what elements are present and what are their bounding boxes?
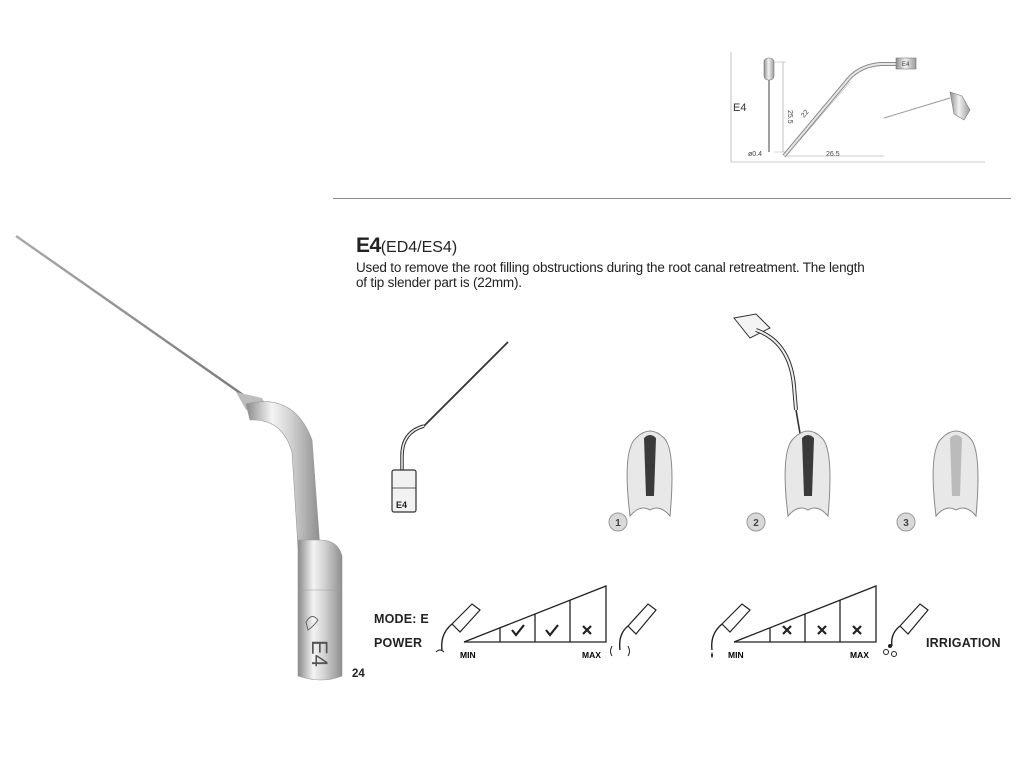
dim-slender-length: 22	[800, 109, 810, 120]
tooth-2	[784, 430, 831, 518]
power-level-4-cross	[582, 625, 592, 635]
dim-base-length: 26.5	[826, 151, 840, 158]
product-code: E4	[356, 234, 381, 257]
description-line-2: of tip slender part is (22mm).	[356, 275, 522, 290]
power-level-3-check	[545, 624, 559, 637]
irrigation-chart: MIN MAX	[711, 585, 929, 660]
svg-text:3: 3	[903, 518, 909, 529]
section-divider	[333, 198, 1011, 199]
handpiece-max-icon	[610, 603, 657, 657]
front-view-tip	[763, 57, 786, 153]
power-label: POWER	[374, 636, 423, 650]
description-line-1: Used to remove the root filling obstruct…	[356, 260, 865, 275]
product-variants: (ED4/ES4)	[380, 239, 458, 256]
irrigation-label: IRRIGATION	[926, 636, 1001, 650]
header-model-label: E4	[733, 102, 747, 114]
svg-text:1: 1	[615, 518, 621, 529]
small-tip-illustration: E4	[391, 341, 509, 513]
irrigation-level-2-cross	[782, 625, 792, 635]
irrigation-min-label: MIN	[728, 650, 744, 660]
irrigation-min-icon	[711, 603, 751, 658]
angled-view-tip	[883, 91, 971, 121]
product-title: E4(ED4/ES4)	[356, 234, 996, 258]
irrigation-max-label: MAX	[850, 650, 869, 660]
step-badge-3: 3	[896, 512, 916, 532]
power-chart: MIN MAX	[435, 585, 657, 660]
power-min-label: MIN	[460, 650, 476, 660]
mode-label: MODE: E	[374, 612, 429, 626]
tooth-steps: 1 2 3	[608, 313, 979, 532]
handpiece-min-icon	[435, 603, 481, 653]
dim-height: 25.5	[786, 110, 793, 124]
dim-diameter: ø0.4	[748, 151, 762, 158]
tip-bend	[245, 401, 321, 549]
side-view-tip	[782, 57, 917, 158]
tip-shank	[297, 539, 343, 681]
small-tip-engraving: E4	[396, 500, 407, 510]
engraved-logo-icon	[305, 616, 319, 631]
main-tip-engraving: E4	[307, 640, 332, 667]
irrigation-level-3-cross	[817, 625, 827, 635]
svg-text:2: 2	[753, 518, 759, 529]
step-badge-2: 2	[746, 512, 766, 532]
power-level-2-check	[511, 624, 525, 637]
step-badge-1: 1	[608, 512, 628, 532]
tip-slender-part	[15, 235, 257, 405]
tooth-1	[626, 430, 673, 518]
irrigation-level-4-cross	[852, 625, 862, 635]
tooth-3	[932, 430, 979, 518]
tip-photo: E4	[15, 235, 343, 681]
technical-drawing: 25.5 22 26.5 ø0.4 E4	[730, 52, 985, 163]
dim-shank-label: E4	[902, 62, 910, 68]
power-max-label: MAX	[582, 650, 601, 660]
page-number: 24	[352, 668, 365, 680]
irrigation-max-icon	[883, 603, 929, 657]
product-description: Used to remove the root filling obstruct…	[356, 260, 996, 290]
